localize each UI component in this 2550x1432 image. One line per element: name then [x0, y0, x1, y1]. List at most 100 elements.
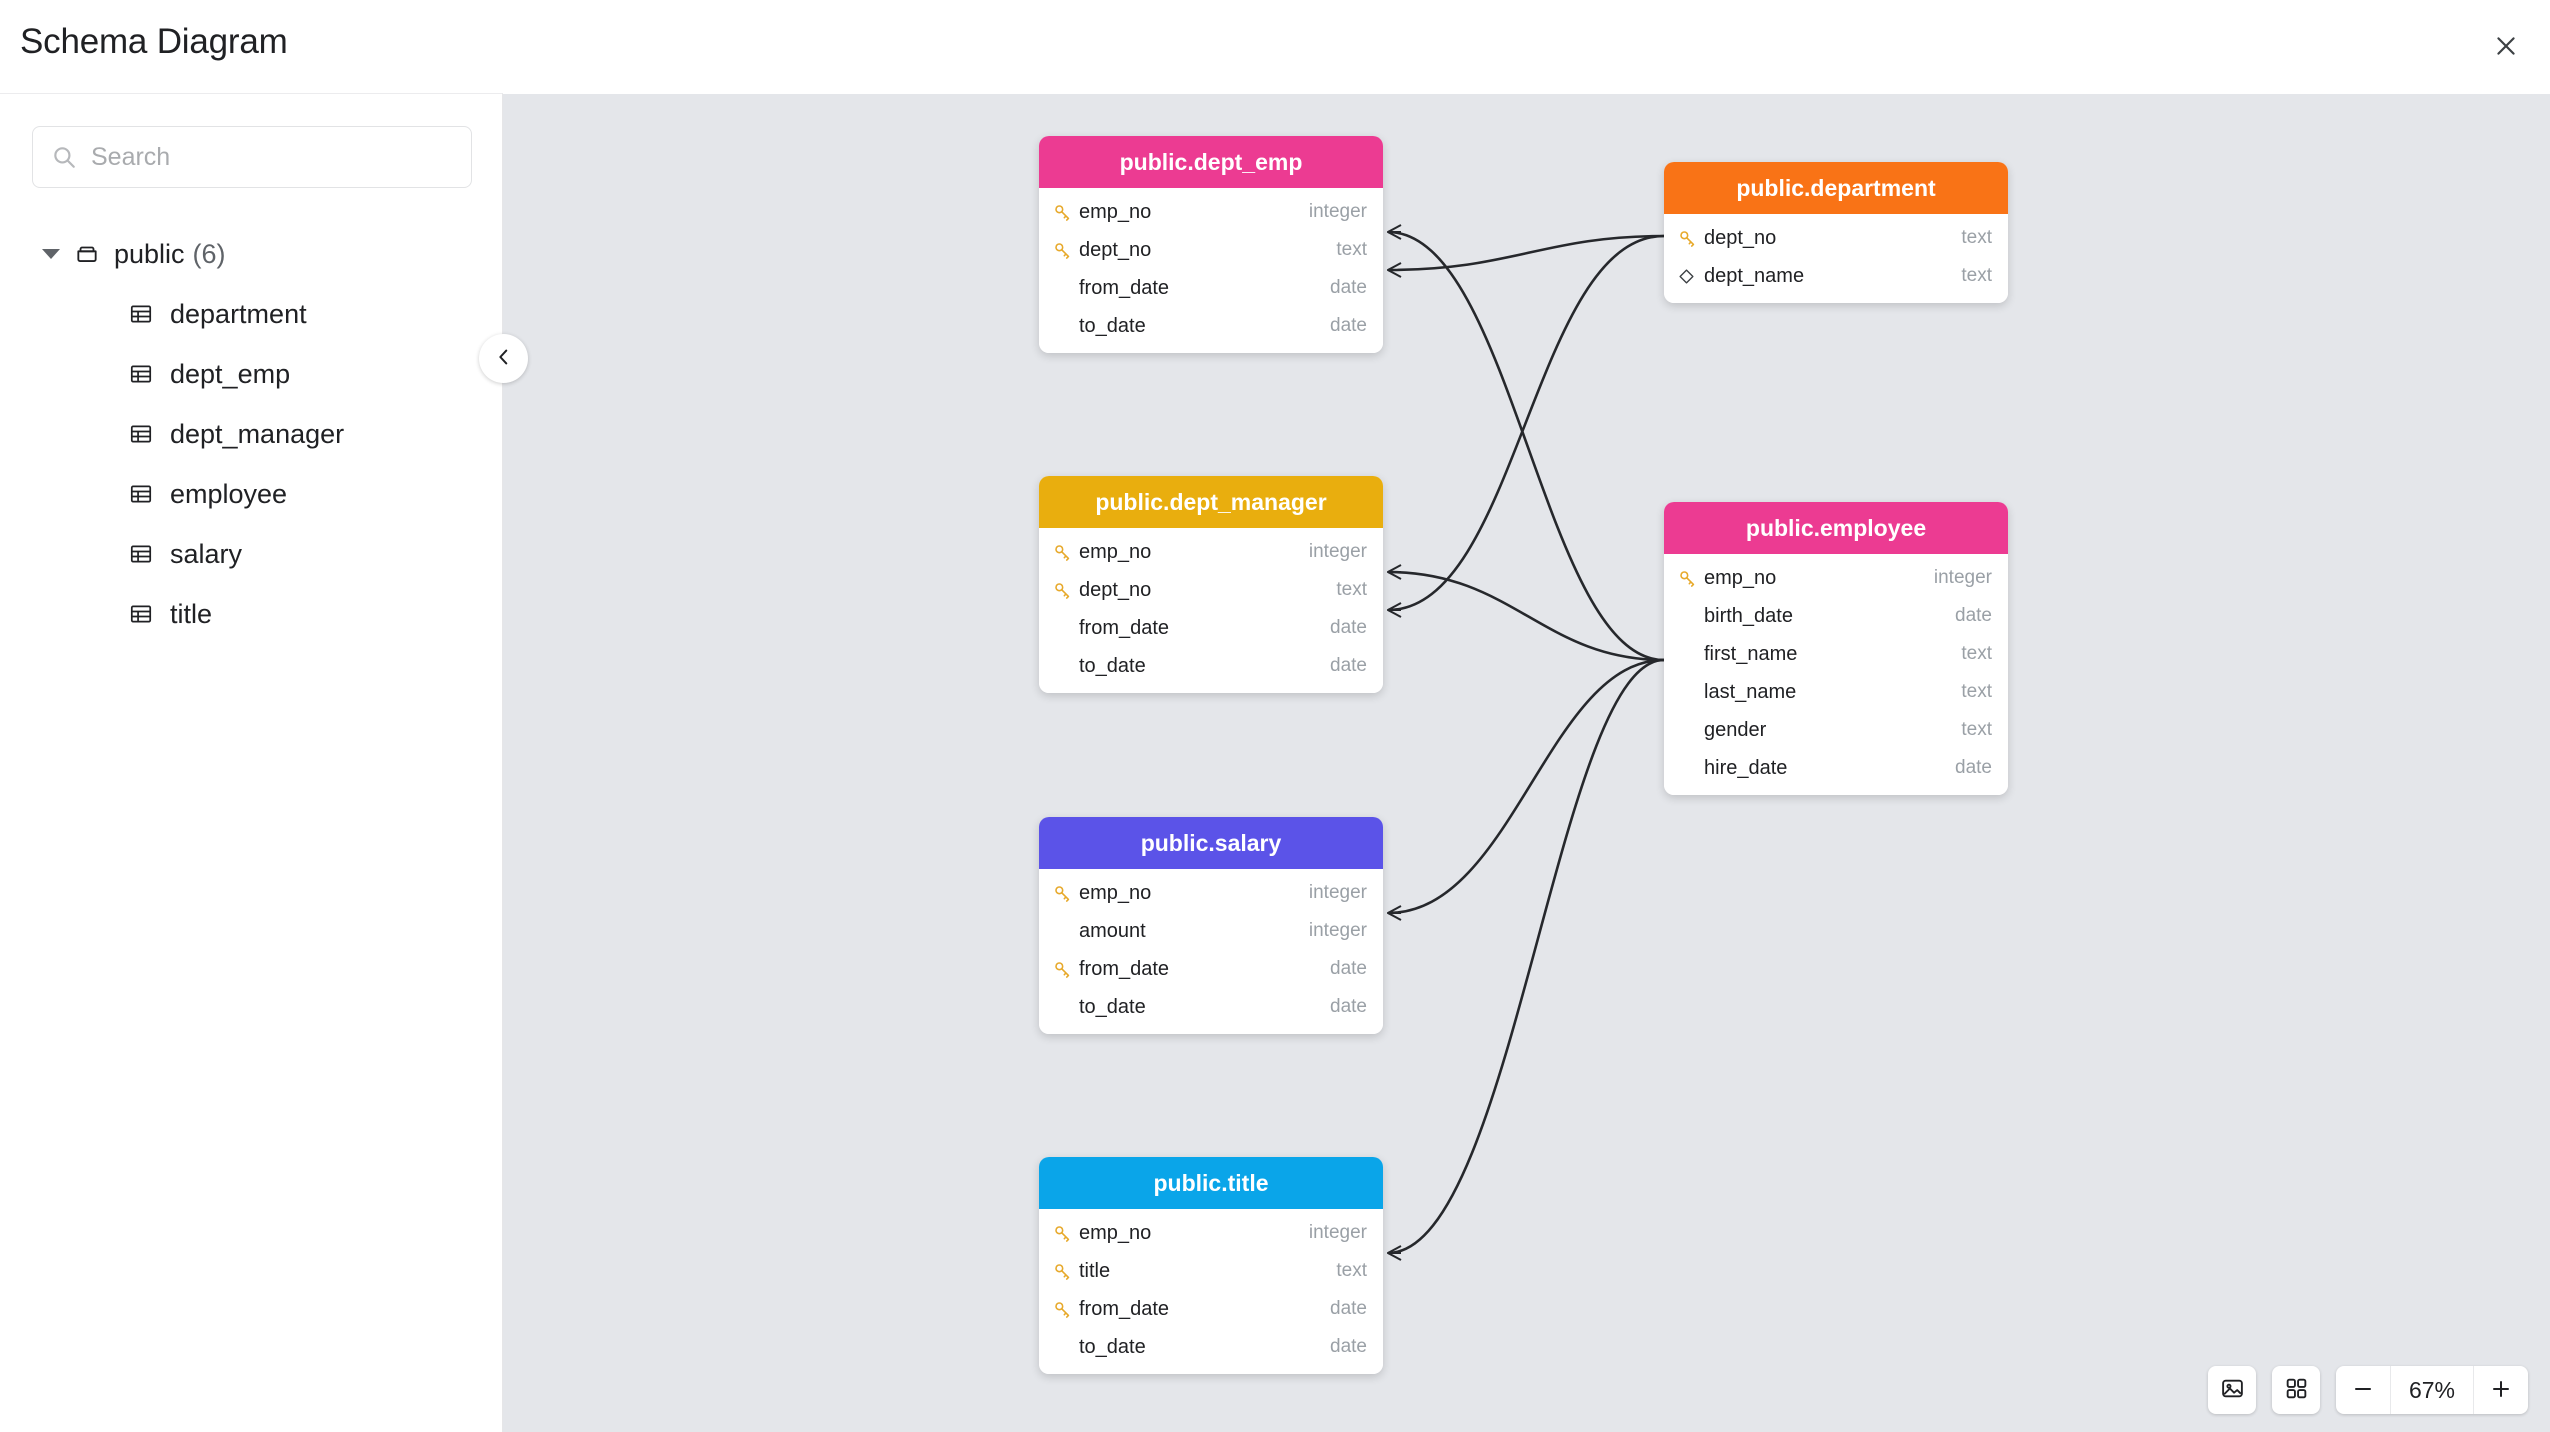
field-type: text	[1961, 681, 1992, 702]
field-row[interactable]: emp_no integer	[1039, 1214, 1383, 1252]
field-name: amount	[1079, 919, 1146, 942]
key-icon	[1053, 884, 1077, 903]
key-icon	[1053, 1262, 1077, 1281]
titlebar: Schema Diagram	[0, 0, 2550, 93]
field-type: integer	[1933, 567, 1992, 588]
sidebar-collapse-button[interactable]	[479, 334, 528, 383]
field-type: text	[1336, 1260, 1367, 1281]
field-name: emp_no	[1079, 200, 1152, 223]
zoom-level-label[interactable]: 67%	[2390, 1366, 2474, 1414]
key-icon	[1053, 1224, 1077, 1243]
field-row[interactable]: emp_no integer	[1039, 193, 1383, 231]
zoom-in-button[interactable]	[2474, 1366, 2528, 1414]
field-row[interactable]: emp_no integer	[1664, 559, 2008, 597]
field-type: text	[1961, 265, 1992, 286]
edge-dept_emp-employee	[1388, 232, 1665, 662]
close-button[interactable]	[2480, 20, 2532, 72]
sidebar-table-dept_emp[interactable]: dept_emp	[0, 344, 503, 404]
field-name: emp_no	[1079, 1221, 1152, 1244]
sidebar-table-dept_manager[interactable]: dept_manager	[0, 404, 503, 464]
sidebar-table-title[interactable]: title	[0, 584, 503, 644]
edge-dept_emp-department	[1388, 234, 1665, 270]
field-name: dept_no	[1079, 238, 1152, 261]
field-name: emp_no	[1704, 566, 1777, 589]
field-name: dept_no	[1704, 226, 1777, 249]
grid-icon	[2284, 1376, 2309, 1404]
table-icon	[128, 421, 154, 447]
sidebar-table-salary[interactable]: salary	[0, 524, 503, 584]
diamond-icon	[1678, 268, 1702, 285]
key-icon	[1053, 581, 1077, 600]
field-name: emp_no	[1079, 540, 1152, 563]
table-node-header: public.dept_manager	[1039, 476, 1383, 528]
field-type: integer	[1308, 1222, 1367, 1243]
sidebar-table-label: dept_manager	[170, 418, 345, 449]
schema-table-count: (6)	[192, 238, 226, 269]
field-row[interactable]: gender text	[1664, 711, 2008, 749]
field-type: integer	[1308, 882, 1367, 903]
table-node-header: public.employee	[1664, 502, 2008, 554]
field-name: to_date	[1079, 995, 1146, 1018]
table-node-header: public.title	[1039, 1157, 1383, 1209]
field-name: to_date	[1079, 314, 1146, 337]
field-name: first_name	[1704, 642, 1798, 665]
schema-node-public[interactable]: public (6)	[0, 224, 503, 284]
edge-salary-employee	[1388, 658, 1665, 913]
field-name: gender	[1704, 718, 1767, 741]
sidebar-table-employee[interactable]: employee	[0, 464, 503, 524]
table-node-header: public.salary	[1039, 817, 1383, 869]
sidebar-table-department[interactable]: department	[0, 284, 503, 344]
table-icon	[128, 301, 154, 327]
field-type: text	[1961, 719, 1992, 740]
chevron-down-icon[interactable]	[42, 249, 60, 259]
key-icon	[1053, 1300, 1077, 1319]
schema-tree: public (6) department dept_emp dept_manage…	[0, 224, 503, 644]
sidebar-table-label: department	[170, 298, 307, 329]
plus-icon	[2489, 1377, 2513, 1404]
canvas-toolbar: 67%	[2208, 1366, 2528, 1414]
zoom-out-button[interactable]	[2336, 1366, 2390, 1414]
field-type: integer	[1308, 201, 1367, 222]
field-type: date	[1330, 1336, 1367, 1357]
field-name: dept_name	[1704, 264, 1805, 287]
search-input[interactable]	[91, 142, 471, 172]
field-type: date	[1330, 617, 1367, 638]
sidebar-table-label: employee	[170, 478, 288, 509]
key-icon	[1678, 569, 1702, 588]
search-field[interactable]	[32, 126, 472, 188]
table-node-header: public.department	[1664, 162, 2008, 214]
field-name: from_date	[1079, 276, 1170, 299]
export-image-button[interactable]	[2208, 1366, 2256, 1414]
field-row[interactable]: dept_name text	[1664, 257, 2008, 295]
auto-layout-button[interactable]	[2272, 1366, 2320, 1414]
zoom-control-group: 67%	[2336, 1366, 2528, 1414]
